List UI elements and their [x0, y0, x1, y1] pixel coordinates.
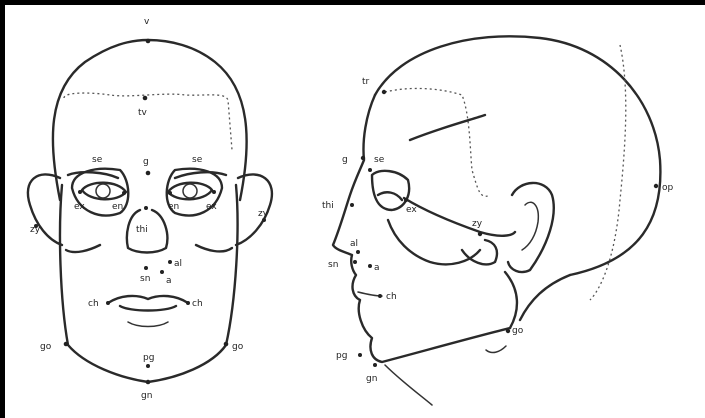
scan-edge-left [0, 0, 5, 418]
front-iris-left [96, 184, 110, 198]
front-point-g [146, 171, 151, 176]
front-label-zy-left: zy [30, 225, 41, 235]
profile-temporal [410, 115, 485, 140]
front-label-go-right: go [232, 342, 244, 352]
front-point-gn [146, 380, 151, 385]
profile-label-zy: zy [472, 219, 483, 229]
profile-eye [378, 192, 402, 200]
front-chin-crease [128, 322, 168, 327]
front-cheek-right [196, 245, 232, 251]
front-point-ch-right [186, 301, 190, 305]
profile-point-ex [404, 198, 408, 202]
profile-jaw-line [505, 272, 517, 328]
profile-point-tr [382, 90, 386, 94]
front-point-al [168, 260, 172, 264]
profile-point-op [654, 184, 658, 188]
front-label-pg: pg [143, 353, 154, 363]
front-label-sn: sn [140, 274, 150, 284]
profile-cranium-outline [375, 36, 660, 275]
front-lip-upper [108, 296, 188, 303]
profile-ear [508, 183, 554, 272]
profile-point-zy [478, 232, 482, 236]
front-point-en-left [122, 191, 126, 195]
profile-label-op: op [662, 183, 674, 193]
front-label-tv: tv [138, 108, 148, 118]
profile-orbit [372, 171, 409, 210]
front-label-thi: thi [136, 225, 148, 235]
front-point-go-right [224, 342, 229, 347]
front-label-ch-right: ch [192, 299, 203, 309]
front-label-gn: gn [141, 391, 152, 401]
front-label-g: g [143, 157, 149, 167]
profile-neck-back [520, 275, 570, 320]
front-label-se-right: se [192, 155, 203, 165]
profile-point-se [368, 168, 372, 172]
profile-label-ex: ex [406, 205, 417, 215]
front-label-ch-left: ch [88, 299, 99, 309]
profile-point-go [506, 329, 510, 333]
front-point-pg [146, 364, 150, 368]
front-label-go-left: go [40, 342, 52, 352]
front-point-go-left [64, 342, 69, 347]
profile-point-al [356, 250, 360, 254]
profile-neck-front [385, 365, 432, 405]
profile-label-tr: tr [362, 77, 370, 87]
profile-label-se: se [374, 155, 385, 165]
profile-point-ch [378, 294, 382, 298]
front-label-ex-left: ex [74, 202, 85, 212]
front-lip-lower [120, 306, 176, 311]
profile-label-go: go [512, 326, 524, 336]
profile-neck-crease [486, 346, 506, 353]
front-eye-left [82, 183, 126, 200]
front-view: v tv se g se ex en en ex zy zy thi al sn… [28, 17, 272, 401]
front-point-tv [143, 96, 148, 101]
front-label-ex-right: ex [206, 202, 217, 212]
front-point-ch-left [106, 301, 110, 305]
profile-hairline [385, 88, 490, 196]
front-iris-right [183, 184, 197, 198]
profile-label-gn: gn [366, 374, 377, 384]
front-label-en-left: en [112, 202, 123, 212]
front-point-thi [144, 206, 148, 210]
front-label-al: al [174, 259, 182, 269]
front-cheek-left [66, 245, 100, 252]
front-eye-right [168, 183, 212, 200]
profile-zygomatic-arch [404, 198, 515, 236]
profile-point-a [368, 264, 372, 268]
front-point-en-right [168, 191, 172, 195]
profile-label-al: al [350, 239, 358, 249]
front-label-v: v [144, 17, 150, 27]
front-label-se-left: se [92, 155, 103, 165]
front-label-en-right: en [168, 202, 179, 212]
profile-point-gn [373, 363, 377, 367]
profile-point-pg [358, 353, 362, 357]
front-label-a: a [166, 276, 172, 286]
profile-label-thi: thi [322, 201, 334, 211]
profile-point-thi [350, 203, 354, 207]
front-point-ex-right [212, 190, 216, 194]
profile-view: tr g se thi ex zy op al sn a ch go pg gn [322, 36, 674, 405]
profile-point-g [361, 156, 365, 160]
profile-ear-inner [522, 202, 538, 250]
front-point-a [160, 270, 164, 274]
profile-label-sn: sn [328, 260, 338, 270]
profile-label-pg: pg [336, 351, 347, 361]
profile-label-ch: ch [386, 292, 397, 302]
front-point-ex-left [78, 190, 82, 194]
front-label-zy-right: zy [258, 209, 269, 219]
profile-point-sn [353, 260, 357, 264]
scan-edge-top [0, 0, 705, 5]
front-point-sn [144, 266, 148, 270]
profile-label-g: g [342, 155, 348, 165]
front-hairline [64, 93, 232, 150]
front-point-v [146, 39, 151, 44]
profile-label-a: a [374, 263, 380, 273]
